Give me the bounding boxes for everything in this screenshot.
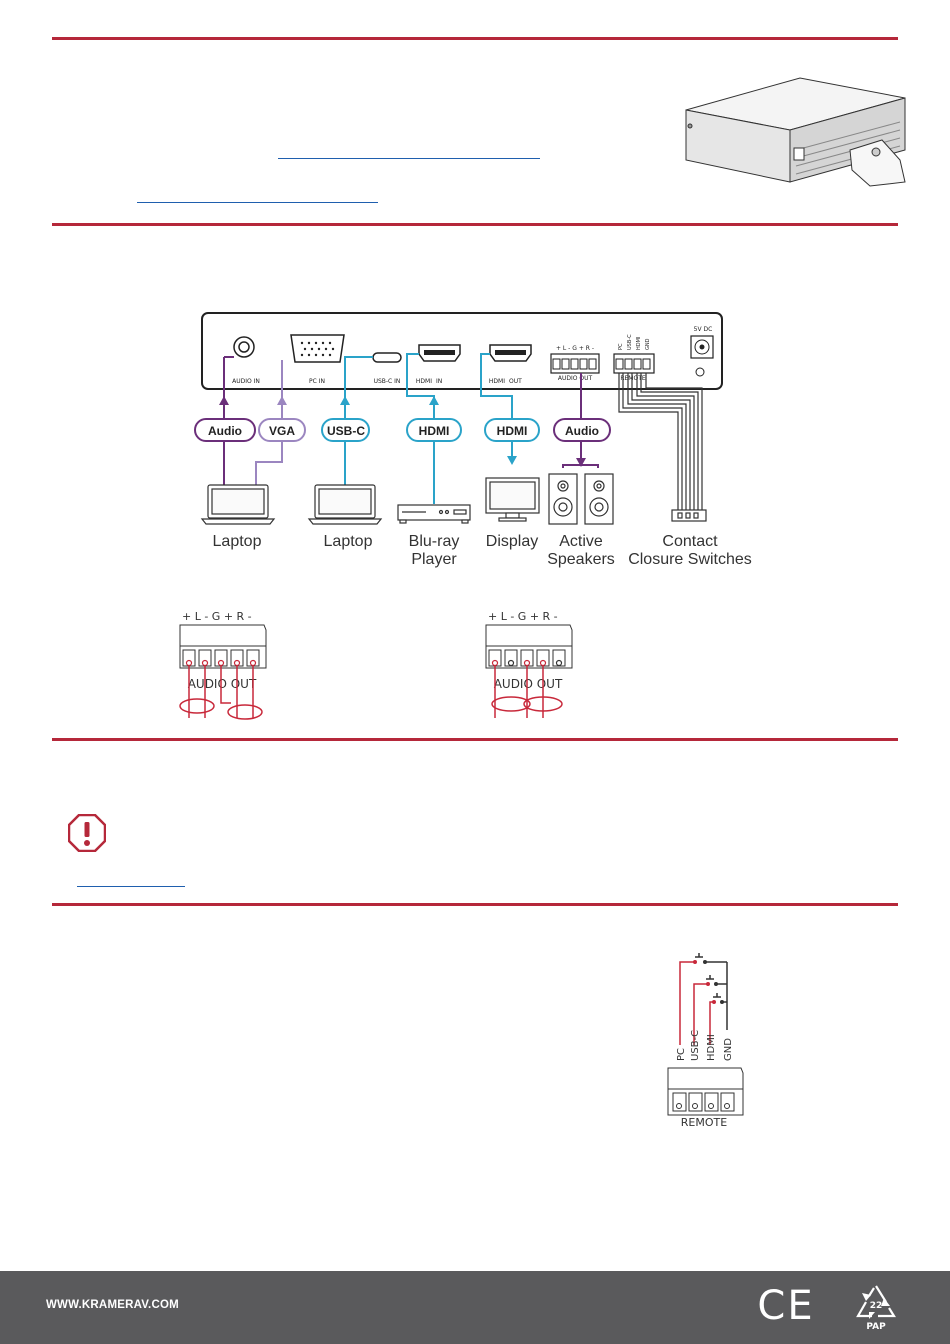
- usbc-port: [372, 352, 402, 363]
- device-label-switches-1: Contact: [662, 533, 718, 550]
- label-pc-in: PC IN: [309, 378, 325, 385]
- svg-text:+ L - G + R -: + L - G + R -: [488, 610, 558, 623]
- contact-switches-icon: [671, 509, 707, 522]
- label-remote-pin-pc: PC: [618, 343, 624, 350]
- label-power: 5V DC: [694, 326, 713, 333]
- svg-text:REMOTE: REMOTE: [681, 1116, 727, 1129]
- laptop-2-icon: [307, 484, 383, 525]
- section-rule-4: [52, 903, 898, 906]
- svg-text:AUDIO OUT: AUDIO OUT: [494, 677, 563, 691]
- audio-out-terminal: [550, 353, 600, 374]
- label-audio-out-pins: + L - G + R -: [556, 345, 594, 352]
- device-label-bluray-2: Player: [411, 551, 457, 568]
- vga-port: [290, 334, 345, 363]
- remote-wiring-diagram: PC USB-C HDMI GND REMOTE: [667, 953, 744, 1129]
- device-label-laptop-1: Laptop: [213, 533, 262, 550]
- label-audio-out: AUDIO OUT: [558, 375, 593, 382]
- svg-text:HDMI: HDMI: [497, 424, 528, 438]
- device-label-bluray-1: Blu-ray: [409, 533, 460, 550]
- ce-mark-icon: CE: [757, 1283, 814, 1329]
- footer: WWW.KRAMERAV.COM CE 22 PAP: [0, 1271, 950, 1344]
- cable-vga: [255, 360, 287, 487]
- cable-audio-out: [562, 373, 599, 468]
- label-remote-pin-usbc: USB-C: [627, 334, 633, 350]
- recycle-code: PAP: [866, 1322, 886, 1332]
- label-audio-in: AUDIO IN: [232, 378, 260, 385]
- svg-text:VGA: VGA: [269, 424, 295, 438]
- device-label-speakers-1: Active: [559, 533, 603, 550]
- label-hdmi-out-suffix: OUT: [509, 378, 522, 385]
- svg-text:Audio: Audio: [208, 424, 242, 438]
- audio-wiring-diagram-1: + L - G + R - AUDIO OUT: [179, 610, 267, 720]
- label-remote-pin-hdmi: HDMI: [636, 337, 642, 350]
- tag-audio-out: Audio: [553, 418, 611, 442]
- cable-hdmi-out: [480, 353, 517, 465]
- speakers-icon: [548, 473, 614, 525]
- warning-icon: [68, 814, 106, 852]
- footer-marks: CE 22 PAP: [757, 1283, 896, 1332]
- label-remote-pin-gnd: GND: [645, 338, 651, 350]
- device-label-speakers-2: Speakers: [547, 551, 615, 568]
- svg-text:PC: PC: [676, 1048, 687, 1061]
- audio-in-jack: [233, 336, 255, 358]
- cable-remote: [618, 373, 703, 512]
- section-rule-2: [52, 223, 898, 226]
- product-image: [685, 77, 906, 187]
- svg-text:+ L - G + R -: + L - G + R -: [182, 610, 252, 623]
- footer-url[interactable]: WWW.KRAMERAV.COM: [46, 1299, 179, 1311]
- svg-text:USB-C: USB-C: [327, 424, 365, 438]
- device-label-switches-2: Closure Switches: [628, 551, 752, 568]
- link-underline-2[interactable]: [137, 202, 378, 203]
- svg-text:HDMI: HDMI: [706, 1034, 717, 1061]
- label-remote: REMOTE: [620, 375, 646, 382]
- label-usbc-in: USB-C IN: [374, 378, 401, 385]
- device-label-display: Display: [486, 533, 538, 550]
- label-hdmi-in-suffix: IN: [436, 378, 442, 385]
- cable-usbc: [340, 356, 373, 487]
- bluray-player-icon: [397, 504, 471, 524]
- laptop-1-icon: [200, 484, 276, 525]
- tag-audio-in: Audio: [194, 418, 256, 442]
- section-rule-1: [52, 37, 898, 40]
- tag-vga: VGA: [258, 418, 306, 442]
- tag-usbc: USB-C: [321, 418, 370, 442]
- device-label-laptop-2: Laptop: [324, 533, 373, 550]
- recycle-icon: [856, 1285, 896, 1319]
- section-rule-3: [52, 738, 898, 741]
- link-underline-3[interactable]: [77, 886, 185, 887]
- svg-text:Audio: Audio: [565, 424, 599, 438]
- power-jack: [690, 335, 714, 377]
- remote-terminal: [613, 353, 655, 374]
- svg-text:USB-C: USB-C: [690, 1030, 701, 1061]
- display-icon: [485, 477, 540, 522]
- label-hdmi-out: HDMI: [489, 378, 505, 385]
- svg-text:HDMI: HDMI: [419, 424, 450, 438]
- recycle-number: 22: [870, 1301, 883, 1311]
- tag-hdmi-out: HDMI: [484, 418, 540, 442]
- tag-hdmi-in: HDMI: [406, 418, 462, 442]
- label-hdmi-in: HDMI: [416, 378, 432, 385]
- link-underline-1[interactable]: [278, 158, 540, 159]
- audio-wiring-diagram-2: + L - G + R - AUDIO OUT: [485, 610, 573, 718]
- svg-text:GND: GND: [723, 1038, 734, 1061]
- svg-text:AUDIO OUT: AUDIO OUT: [188, 677, 257, 691]
